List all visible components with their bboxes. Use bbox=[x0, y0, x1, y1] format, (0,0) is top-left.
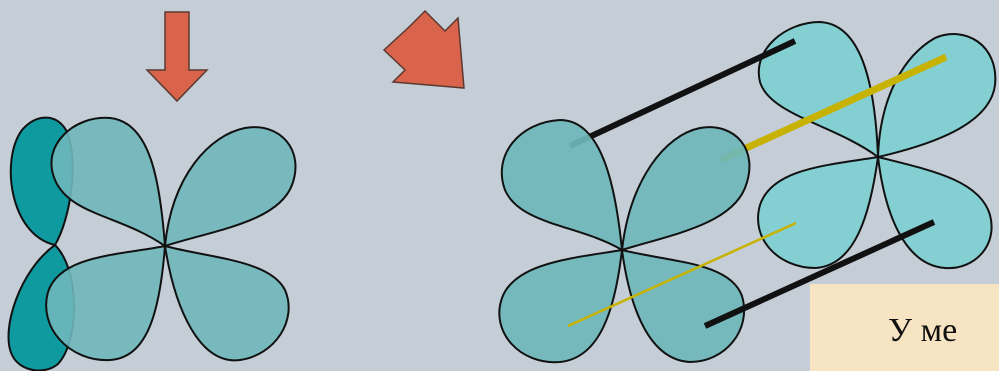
front-lobe-upper-left bbox=[502, 120, 622, 250]
caption-box: У ме bbox=[810, 284, 999, 371]
arrow-down-icon bbox=[147, 12, 207, 101]
lobe-upper-right bbox=[165, 127, 295, 246]
arrow-diagonal-icon bbox=[384, 11, 464, 88]
caption-text: У ме bbox=[888, 312, 957, 350]
back-lobe-upper-right bbox=[878, 34, 995, 157]
front-lobe-upper-right bbox=[622, 127, 749, 250]
front-lobe-lower-right bbox=[622, 250, 744, 362]
d-orbital-left bbox=[46, 118, 295, 361]
lobe-upper-left bbox=[51, 118, 165, 246]
lobe-lower-right bbox=[165, 246, 289, 360]
bond-black-upper bbox=[570, 41, 795, 146]
d-orbital-back bbox=[758, 22, 995, 268]
front-lobe-lower-left bbox=[499, 250, 622, 362]
back-lobe-lower-right bbox=[878, 157, 992, 268]
back-lobe-lower-left bbox=[758, 157, 878, 268]
